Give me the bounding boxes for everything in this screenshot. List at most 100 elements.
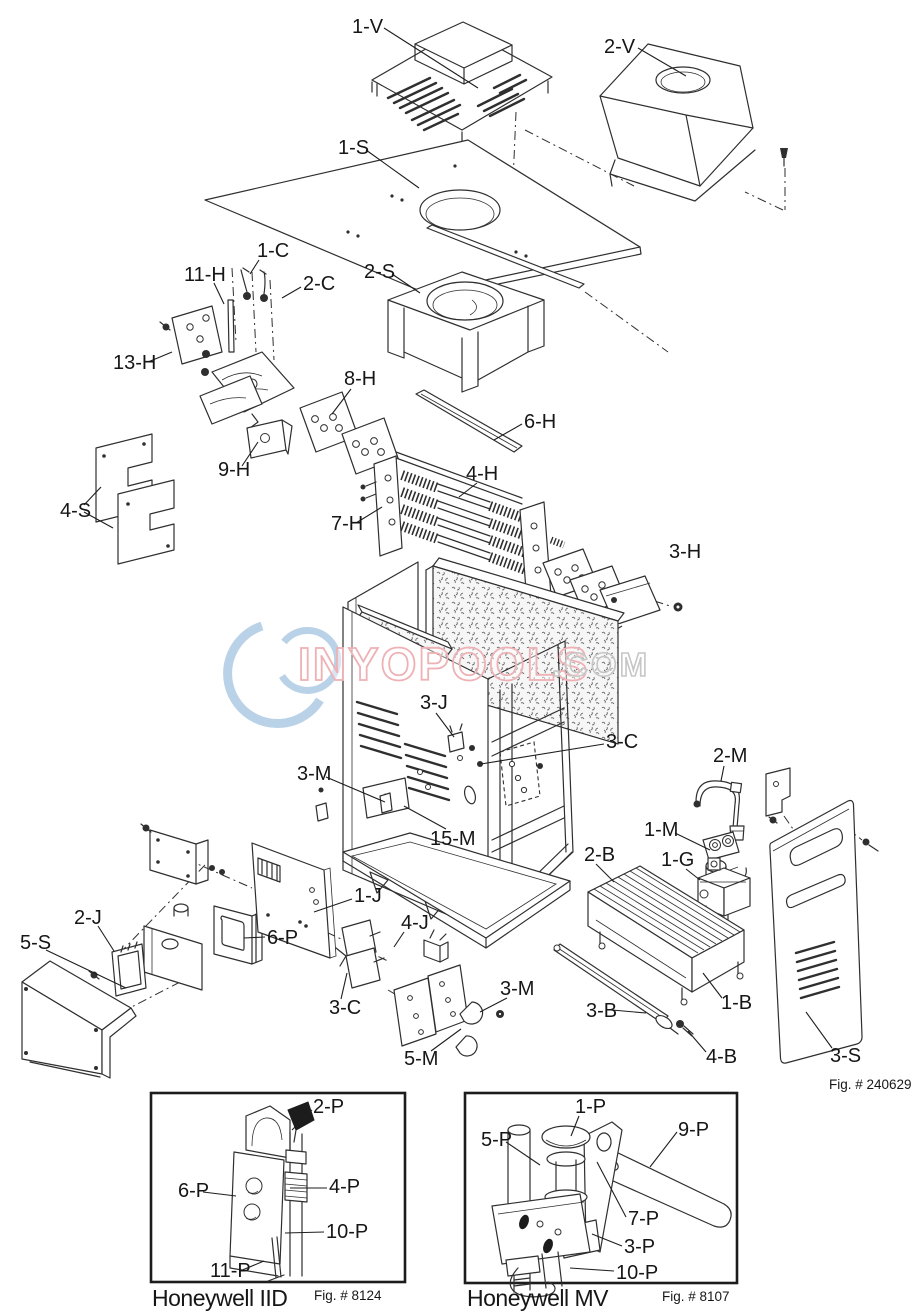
leader-line-4-S xyxy=(83,511,114,529)
side-brackets-4S xyxy=(95,433,175,565)
inset1-fig-number: Fig. # 8124 xyxy=(314,1288,382,1303)
part-label-2-V: 2-V xyxy=(604,36,636,58)
clip-3M xyxy=(379,792,393,814)
part-label-13-H: 13-H xyxy=(113,352,156,374)
part-label-1-J: 1-J xyxy=(354,885,382,907)
part-label-9-H: 9-H xyxy=(218,459,250,481)
part-label-3-C: 3-C xyxy=(329,997,361,1019)
inset-honeywell-iid xyxy=(149,1091,407,1284)
part-label-3-M: 3-M xyxy=(297,763,331,785)
watermark-suffix: .COM xyxy=(552,646,650,683)
leader-line-2-M xyxy=(720,765,725,782)
part-label-1-S: 1-S xyxy=(338,137,369,159)
jacket-panel-5S xyxy=(21,960,137,1079)
leader-line-4-B xyxy=(687,1030,707,1053)
screw-4B xyxy=(676,1020,684,1028)
leader-line-6-P xyxy=(243,936,266,939)
inset1-title: Honeywell IID xyxy=(152,1285,287,1311)
leader-line-3-C xyxy=(480,743,605,765)
part-label-3-S: 3-S xyxy=(830,1045,861,1067)
panel-bracket xyxy=(765,767,791,817)
top-plate-1S xyxy=(204,139,642,300)
part-label-4-J: 4-J xyxy=(401,912,429,934)
leader-line-8-H xyxy=(331,388,352,415)
flue-collector-2S xyxy=(387,271,545,393)
part-label-Fig240629: Fig. # 240629 xyxy=(829,1077,912,1092)
heat-exchanger-4H xyxy=(360,451,568,605)
part-label-3-M: 3-M xyxy=(500,978,534,1000)
part-label-9-P: 9-P xyxy=(678,1119,709,1141)
part-label-2-P: 2-P xyxy=(313,1096,344,1118)
leader-line-10-P xyxy=(284,1231,325,1234)
leader-line-1-C xyxy=(249,259,260,275)
leader-line-3-C xyxy=(340,972,348,1000)
part-label-2-M: 2-M xyxy=(713,745,747,767)
bracket-3J xyxy=(447,731,465,753)
leader-line-2-S xyxy=(391,273,421,294)
inset2-title: Honeywell MV xyxy=(467,1285,609,1311)
tube-10P xyxy=(541,1251,563,1289)
leader-line-2-C xyxy=(281,286,302,299)
part-label-2-J: 2-J xyxy=(74,907,102,929)
part-label-4-B: 4-B xyxy=(706,1046,737,1068)
leader-line-11-P xyxy=(239,1260,265,1272)
knob-3M xyxy=(459,1001,484,1025)
part-label-15-M: 15-M xyxy=(430,828,476,850)
part-label-5-M: 5-M xyxy=(404,1048,438,1070)
leader-line-4-J xyxy=(393,931,405,948)
part-label-2-C: 2-C xyxy=(303,273,335,295)
watermark-swirl-icon xyxy=(223,621,324,728)
part-label-7-H: 7-H xyxy=(331,513,363,535)
leader-line-4-H xyxy=(458,482,478,498)
part-label-1-P: 1-P xyxy=(575,1096,606,1118)
leader-line-10-P xyxy=(569,1267,615,1272)
leader-line-1-V xyxy=(383,27,479,89)
leader-line-3-S xyxy=(805,1011,833,1049)
mounting-plate-3C-outline xyxy=(499,741,541,807)
leader-line-5-M xyxy=(430,1028,462,1052)
inset2-fig-number: Fig. # 8107 xyxy=(662,1289,730,1304)
part-label-6-P: 6-P xyxy=(267,927,298,949)
part-label-3-H: 3-H xyxy=(669,541,701,563)
leader-line-5-S xyxy=(45,949,127,989)
labels-layer: 1-V2-V1-S2-S1-C2-C11-H13-H8-H9-H6-H4-H7-… xyxy=(20,16,912,1284)
leader-line-1-J xyxy=(313,898,353,913)
leader-line-1-G xyxy=(685,868,701,881)
part-label-1-B: 1-B xyxy=(721,992,752,1014)
flue-baffle-strip-6H xyxy=(415,389,523,453)
leader-line-2-P xyxy=(291,1109,313,1131)
part-label-6-H: 6-H xyxy=(524,411,556,433)
part-label-10-P: 10-P xyxy=(326,1221,368,1243)
igniter-2P xyxy=(287,1101,315,1131)
plate-5M xyxy=(393,977,437,1047)
rod-11P xyxy=(267,1236,285,1282)
leader-line-1-S xyxy=(365,149,420,189)
part-label-3-C: 3-C xyxy=(606,731,638,753)
leader-line-3-J xyxy=(435,712,455,738)
leader-line-3-B xyxy=(611,1009,647,1014)
top-louvered-panel-1V xyxy=(371,21,553,145)
leader-line-13-H xyxy=(147,351,173,363)
part-label-11-P: 11-P xyxy=(210,1260,251,1282)
leader-line-9-P xyxy=(649,1131,678,1168)
bypass-pipe-3B xyxy=(553,943,694,1037)
stack-cover-2V xyxy=(599,43,788,202)
part-label-4-P: 4-P xyxy=(329,1176,360,1198)
part-label-2-B: 2-B xyxy=(584,844,615,866)
leader-line-15-M xyxy=(403,805,447,830)
gas-valve-1G xyxy=(697,857,751,953)
leader-line-6-H xyxy=(493,423,523,441)
valve-body xyxy=(491,1193,591,1265)
part-label-3-P: 3-P xyxy=(624,1236,655,1258)
part-label-8-H: 8-H xyxy=(344,368,376,390)
manifold-cluster xyxy=(159,267,399,475)
part-label-1-G: 1-G xyxy=(661,849,694,871)
part-label-1-V: 1-V xyxy=(352,16,384,38)
leader-line-1-B xyxy=(702,972,723,999)
part-label-11-H: 11-H xyxy=(184,264,226,286)
part-label-4-H: 4-H xyxy=(466,463,498,485)
leader-line-9-H xyxy=(241,441,259,467)
inset-honeywell-mv xyxy=(463,1091,739,1298)
